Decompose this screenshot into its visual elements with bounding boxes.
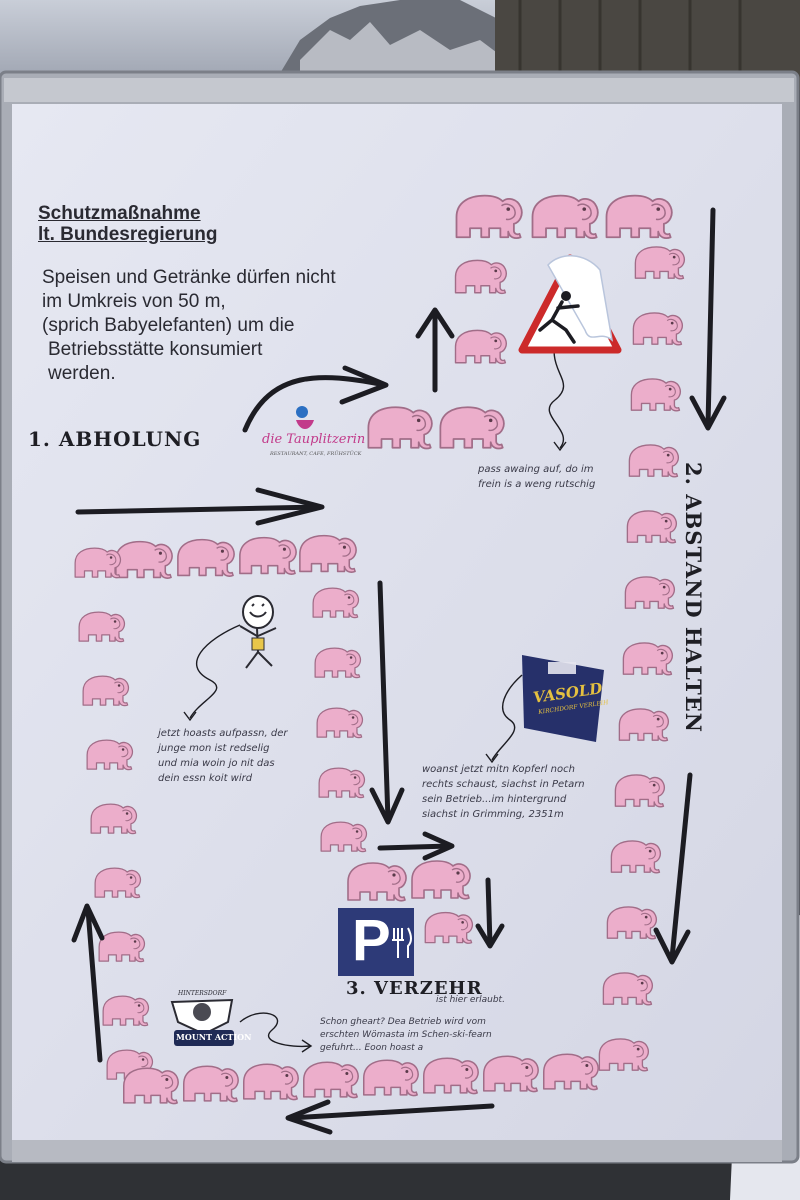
warning-sign-icon: [518, 254, 622, 354]
body-line-4: Betriebsstätte konsumiert: [48, 339, 263, 360]
stick-figure-icon: [239, 595, 277, 669]
note-guy-3: und mia woin jo nit das: [158, 758, 275, 769]
note-guy-4: dein essn koit wird: [158, 773, 253, 784]
step-3-label: 3. VERZEHR: [346, 978, 483, 999]
parking-icon: [338, 908, 414, 976]
arrow-left-bottom: [287, 1103, 495, 1121]
note-view-1: woanst jetzt mitn Kopferl noch: [422, 764, 575, 775]
note-guy-2: junge mon ist redselig: [158, 743, 270, 754]
vasold-logo-icon: [522, 655, 604, 742]
note-slippery-1: pass awaing auf, do im: [478, 464, 594, 475]
note-bottom-1: Schon gheart? Dea Betrieb wird vom: [320, 1017, 486, 1027]
arrow-down-right: [705, 207, 716, 428]
arrow-curve-to-pickup: [242, 375, 388, 433]
note-view-2: rechts schaust, siachst in Petarn: [422, 779, 585, 790]
arrow-down-right-2: [669, 772, 693, 961]
note-bottom-3: gefuhrt... Eoon hoast a: [320, 1043, 424, 1053]
arrow-down-small: [485, 877, 493, 947]
note-view-3: sein Betrieb...im hintergrund: [422, 794, 567, 805]
arrow-up-left: [85, 907, 103, 1063]
note-pointers: [183, 329, 567, 1053]
mount-action-logo-icon: [170, 998, 234, 1046]
arrow-down-inner: [377, 580, 391, 823]
body-line-2: im Umkreis von 50 m,: [42, 291, 226, 312]
body-line-1: Speisen und Getränke dürfen nicht: [42, 267, 336, 288]
step-2-label: 2. ABSTAND HALTEN: [681, 462, 706, 733]
mount-logo-text: MOUNT ACTION: [176, 1032, 252, 1042]
note-bottom-2: erschten Wömasta im Schen-ski-fearn: [320, 1030, 492, 1040]
note-slippery-2: frein is a weng rutschig: [478, 479, 596, 490]
step-3-sub: ist hier erlaubt.: [436, 995, 505, 1005]
mount-logo-top: HINTERSDORF: [178, 990, 227, 997]
parking-letter: P: [352, 908, 391, 973]
heading-line-2: lt. Bundesregierung: [38, 224, 218, 245]
body-line-5: werden.: [48, 363, 116, 384]
heading-line-1: Schutzmaßnahme: [38, 203, 201, 224]
arrow-right-mid: [75, 504, 323, 515]
tauplitzerin-logo-sub: RESTAURANT, CAFE, FRÜHSTÜCK: [270, 451, 362, 457]
tauplitzerin-logo-icon: [296, 406, 314, 429]
direction-arrows: [71, 207, 727, 1135]
body-line-3: (sprich Babyelefanten) um die: [42, 315, 295, 336]
note-guy-1: jetzt hoasts aufpassn, der: [158, 728, 288, 739]
step-1-label: 1. ABHOLUNG: [28, 427, 202, 451]
note-view-4: siachst in Grimming, 2351m: [422, 809, 564, 820]
tauplitzerin-logo-text: die Tauplitzerin: [262, 432, 366, 447]
arrow-right-small: [377, 843, 453, 851]
